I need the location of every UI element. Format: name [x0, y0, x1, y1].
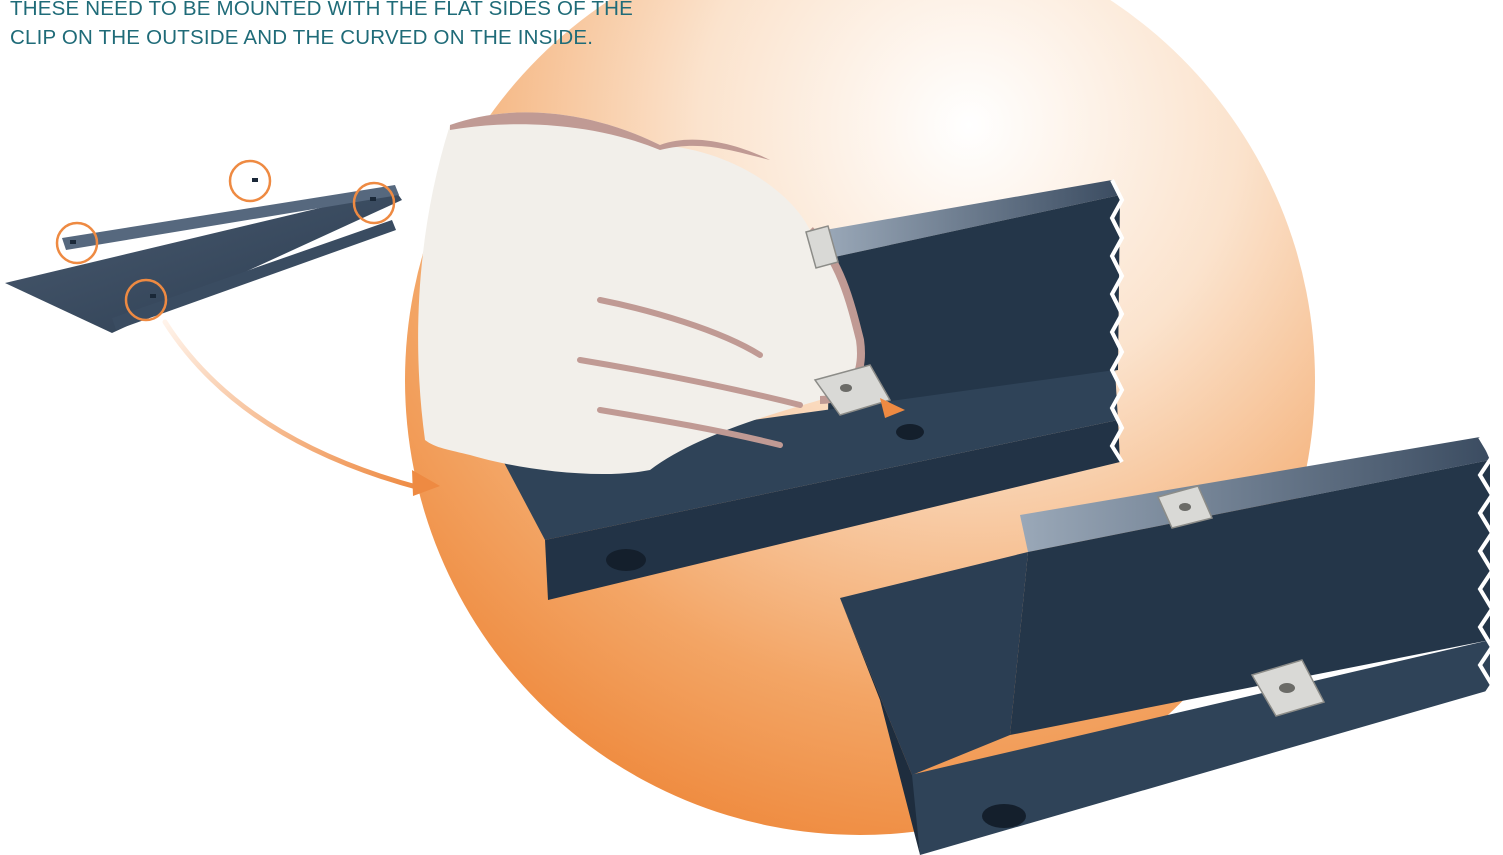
small-panel-overview [5, 178, 402, 333]
highlight-circle [230, 161, 270, 201]
pointer-arrow [165, 322, 440, 496]
